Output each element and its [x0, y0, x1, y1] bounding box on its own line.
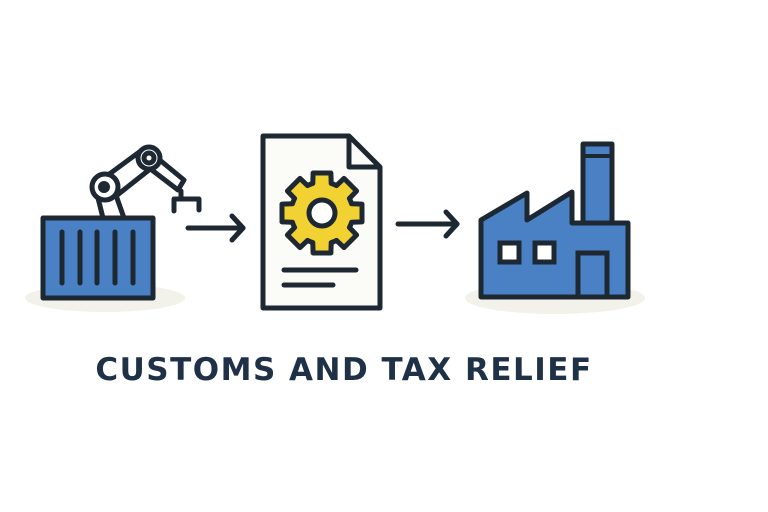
shipping-container-with-robot-arm-icon: [25, 144, 202, 312]
arrow-right-icon: [395, 209, 460, 239]
document-gear-icon: [260, 133, 383, 311]
gear-icon: [279, 170, 365, 256]
gear-hole: [306, 197, 338, 229]
diagram-title: CUSTOMS AND TAX RELIEF: [95, 352, 593, 388]
arrow-right-icon: [185, 213, 246, 243]
factory-icon: [465, 141, 645, 314]
